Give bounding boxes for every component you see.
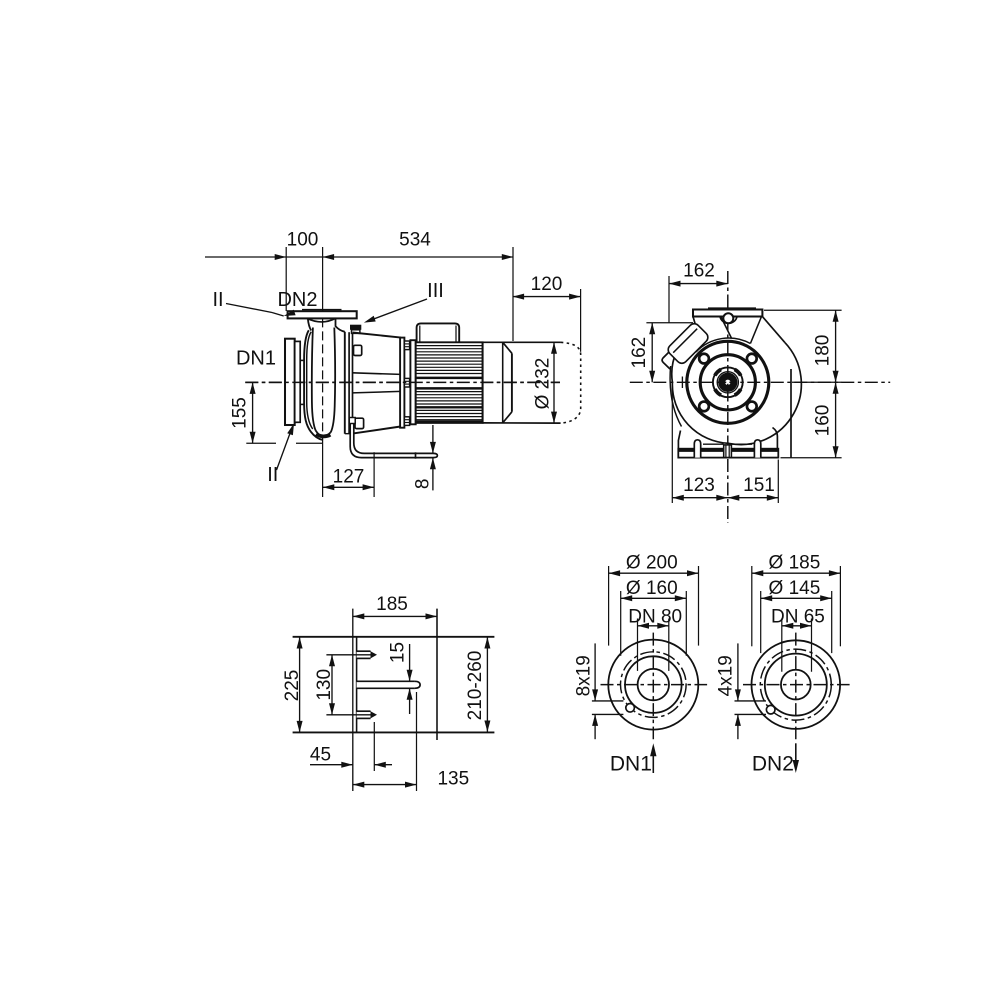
svg-text:Ø 232: Ø 232 [533, 358, 554, 410]
svg-text:II: II [212, 289, 223, 311]
svg-text:180: 180 [812, 335, 833, 367]
svg-text:120: 120 [531, 274, 563, 295]
svg-text:123: 123 [683, 475, 715, 496]
svg-text:DN2: DN2 [277, 289, 317, 311]
svg-text:DN2: DN2 [752, 753, 794, 776]
svg-text:210-260: 210-260 [465, 651, 486, 721]
svg-text:DN1: DN1 [236, 348, 276, 370]
svg-text:4x19: 4x19 [716, 655, 737, 696]
svg-text:DN 80: DN 80 [628, 607, 682, 628]
svg-text:160: 160 [812, 405, 833, 437]
svg-text:15: 15 [388, 642, 409, 663]
svg-text:Ø 145: Ø 145 [769, 578, 821, 599]
svg-text:127: 127 [333, 467, 365, 488]
svg-text:8: 8 [413, 479, 434, 490]
svg-text:Ø 160: Ø 160 [626, 578, 678, 599]
svg-text:45: 45 [310, 745, 331, 766]
svg-text:DN1: DN1 [610, 753, 652, 776]
svg-text:Ø 185: Ø 185 [769, 553, 821, 574]
svg-text:100: 100 [287, 230, 319, 251]
svg-text:151: 151 [743, 475, 775, 496]
svg-text:8x19: 8x19 [574, 655, 595, 696]
svg-text:DN 65: DN 65 [771, 607, 825, 628]
svg-text:225: 225 [282, 670, 303, 702]
svg-text:155: 155 [229, 397, 250, 429]
svg-text:III: III [427, 280, 444, 302]
svg-text:II: II [267, 464, 278, 486]
svg-text:162: 162 [683, 261, 715, 282]
svg-text:135: 135 [437, 769, 469, 790]
svg-text:534: 534 [399, 230, 431, 251]
svg-text:Ø 200: Ø 200 [626, 553, 678, 574]
svg-text:130: 130 [314, 669, 335, 701]
svg-text:162: 162 [629, 337, 650, 369]
svg-text:185: 185 [376, 594, 408, 615]
